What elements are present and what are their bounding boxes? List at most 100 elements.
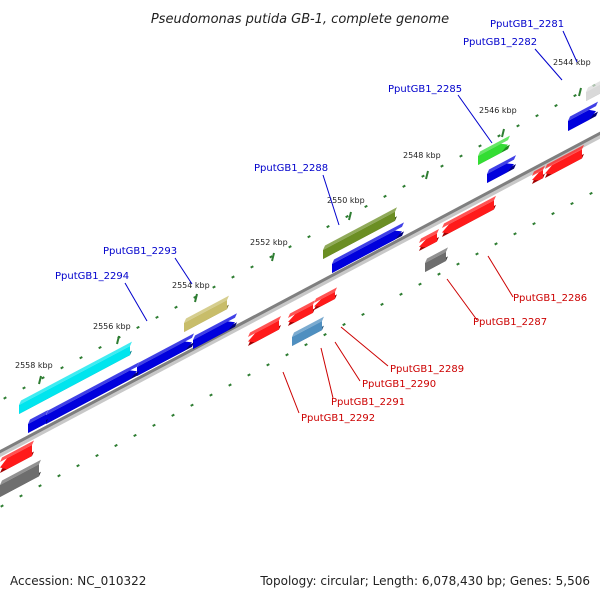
leader-2286	[487, 255, 514, 298]
gene-label-pputgb1-2290[interactable]: PputGB1_2290	[362, 379, 436, 390]
ruler-tick	[212, 285, 216, 289]
ruler-tick	[380, 302, 384, 306]
ruler-tick	[174, 305, 178, 309]
ruler-tick	[228, 383, 232, 387]
ruler-tick	[589, 191, 593, 196]
ruler-tick	[247, 373, 251, 377]
label-leader-lines	[124, 30, 578, 414]
gene-2291	[292, 316, 324, 346]
ruler-tick	[98, 346, 102, 350]
gene-2281	[586, 81, 600, 101]
ruler-tick	[402, 184, 406, 188]
gene-label-pputgb1-2285[interactable]: PputGB1_2285	[388, 84, 462, 95]
ruler-tick	[266, 363, 270, 367]
ruler-tick	[513, 232, 517, 236]
ruler-major-tick	[116, 335, 120, 345]
leader-2293	[174, 257, 193, 285]
gene-label-pputgb1-2292[interactable]: PputGB1_2292	[301, 413, 375, 424]
gene-2287b	[332, 222, 404, 273]
ruler-tick	[459, 154, 463, 158]
gene-2298	[0, 440, 34, 473]
ruler-label-2558: 2558 kbp	[15, 361, 53, 370]
gene-label-pputgb1-2282[interactable]: PputGB1_2282	[463, 37, 537, 48]
ruler-tick	[19, 494, 23, 498]
gene-label-pputgb1-2293[interactable]: PputGB1_2293	[103, 246, 177, 257]
ruler-label-2548: 2548 kbp	[403, 151, 441, 160]
gene-label-pputgb1-2281[interactable]: PputGB1_2281	[490, 19, 564, 30]
genome-summary-text: Topology: circular; Length: 6,078,430 bp…	[260, 574, 590, 588]
ruler-tick	[57, 474, 61, 478]
gene-label-pputgb1-2288[interactable]: PputGB1_2288	[254, 163, 328, 174]
gene-2283	[545, 144, 584, 178]
gene-2290	[288, 300, 315, 326]
gene-2292	[248, 316, 281, 346]
ruler-tick	[171, 413, 175, 417]
ruler-tick	[285, 353, 289, 357]
ruler-tick	[190, 403, 194, 407]
leader-2291	[320, 347, 334, 399]
ruler-major-tick	[501, 128, 505, 138]
gene-2284r	[532, 165, 545, 184]
ruler-major-tick	[38, 375, 42, 385]
leader-2285	[457, 94, 493, 144]
ruler-tick	[136, 325, 140, 330]
ruler-tick	[437, 272, 441, 276]
leader-2288	[322, 174, 340, 226]
ruler-tick	[269, 255, 273, 259]
gene-2295	[137, 333, 194, 376]
ruler-tick	[383, 194, 387, 198]
ruler-tick	[573, 93, 577, 98]
ruler-label-2554: 2554 kbp	[172, 281, 210, 290]
gene-label-pputgb1-2291[interactable]: PputGB1_2291	[331, 397, 405, 408]
ruler-tick	[421, 174, 425, 178]
ruler-label-2556: 2556 kbp	[93, 322, 131, 331]
ruler-tick	[532, 222, 536, 226]
leader-2289	[340, 326, 389, 367]
gene-label-pputgb1-2287[interactable]: PputGB1_2287	[473, 317, 547, 328]
gene-features	[0, 81, 600, 497]
leader-2287	[446, 278, 478, 321]
ruler-tick	[361, 312, 365, 317]
ruler-tick	[250, 265, 254, 269]
ruler-major-tick	[425, 170, 429, 180]
ruler-tick	[231, 275, 235, 279]
gene-label-pputgb1-2289[interactable]: PputGB1_2289	[390, 364, 464, 375]
gene-label-pputgb1-2294[interactable]: PputGB1_2294	[55, 271, 129, 282]
ruler-tick	[3, 396, 7, 400]
gene-2299	[0, 459, 41, 497]
outer-ruler	[3, 83, 596, 400]
ruler-tick	[494, 242, 498, 246]
ruler-tick	[114, 443, 118, 448]
ruler-tick	[551, 212, 555, 216]
gene-2284	[487, 155, 516, 183]
gene-2287	[425, 247, 448, 272]
ruler-tick	[155, 315, 159, 319]
ruler-label-2546: 2546 kbp	[479, 106, 517, 115]
ruler-label-2552: 2552 kbp	[250, 238, 288, 247]
ruler-tick	[79, 356, 83, 360]
gene-2289	[314, 287, 337, 310]
ruler-major-tick	[194, 293, 198, 303]
ruler-tick	[76, 464, 80, 468]
accession-text: Accession: NC_010322	[10, 574, 147, 588]
ruler-tick	[323, 333, 327, 337]
ruler-tick	[304, 343, 308, 347]
gene-2286b	[419, 228, 439, 251]
ruler-tick	[516, 124, 520, 128]
gene-2286	[442, 195, 496, 237]
ruler-tick	[22, 386, 26, 390]
ruler-tick	[60, 366, 64, 370]
ruler-tick	[209, 393, 213, 397]
gene-2293	[184, 295, 229, 332]
ruler-tick	[418, 282, 422, 286]
ruler-major-tick	[271, 252, 275, 262]
ruler-tick	[570, 201, 574, 206]
ruler-tick	[345, 214, 349, 219]
ruler-tick	[497, 134, 501, 138]
ruler-tick	[399, 292, 403, 296]
gene-label-pputgb1-2286[interactable]: PputGB1_2286	[513, 293, 587, 304]
gene-2285	[478, 135, 510, 165]
gene-2296	[46, 362, 139, 424]
